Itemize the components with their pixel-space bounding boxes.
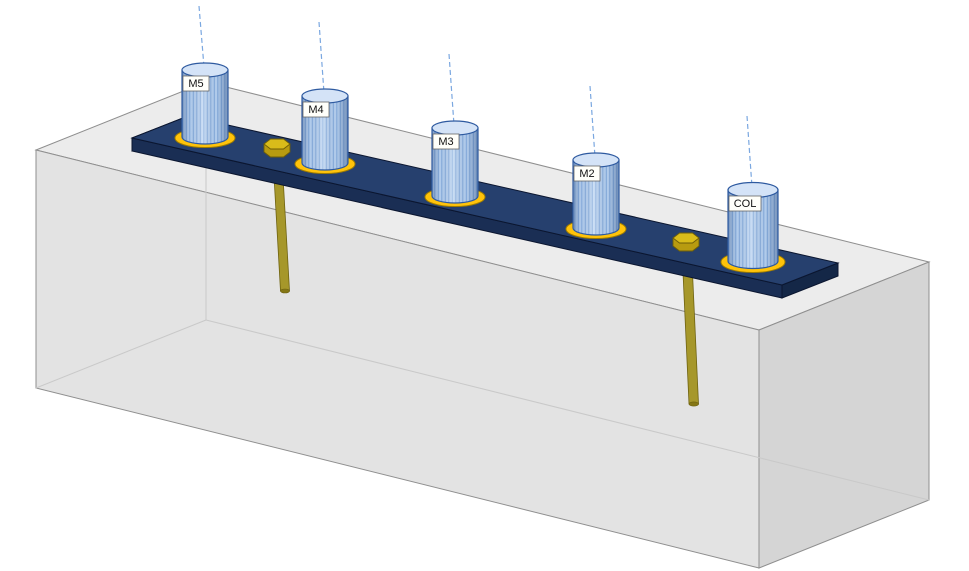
label-box bbox=[573, 165, 601, 182]
member-labels: M5 M4 M3 M2 COL bbox=[182, 75, 762, 212]
nut-top-face bbox=[672, 232, 700, 244]
member-top-face bbox=[431, 120, 479, 136]
anchor-nut-1[interactable] bbox=[263, 138, 291, 158]
label-text: M2 bbox=[579, 168, 594, 180]
centerline-m4 bbox=[318, 21, 325, 94]
member-label-m5: M5 bbox=[182, 75, 210, 92]
centerline-col bbox=[746, 115, 753, 188]
label-text: M4 bbox=[308, 104, 323, 116]
centerline-m5 bbox=[198, 5, 205, 68]
label-text: COL bbox=[734, 198, 757, 210]
anchor-nut-2[interactable] bbox=[672, 232, 700, 252]
label-text: M5 bbox=[188, 78, 203, 90]
member-label-m4: M4 bbox=[302, 101, 330, 118]
member-m4[interactable] bbox=[294, 88, 356, 174]
centerline-m3 bbox=[448, 53, 455, 126]
member-label-m2: M2 bbox=[573, 165, 601, 182]
centerline-m2 bbox=[589, 85, 596, 158]
nut-top-face bbox=[263, 138, 291, 150]
label-box bbox=[432, 133, 460, 150]
label-box bbox=[182, 75, 210, 92]
anchor-rod-end bbox=[280, 288, 290, 294]
member-top-face bbox=[181, 62, 229, 78]
member-label-col: COL bbox=[728, 195, 762, 212]
label-box bbox=[302, 101, 330, 118]
anchor-rod-1[interactable] bbox=[272, 149, 290, 294]
member-label-m3: M3 bbox=[432, 133, 460, 150]
anchor-rod-end bbox=[688, 401, 699, 407]
member-top-face bbox=[301, 88, 349, 104]
member-top-face bbox=[727, 181, 779, 199]
label-text: M3 bbox=[438, 136, 453, 148]
member-top-face bbox=[572, 152, 620, 168]
label-box bbox=[728, 195, 762, 212]
member-centerlines bbox=[198, 5, 753, 188]
